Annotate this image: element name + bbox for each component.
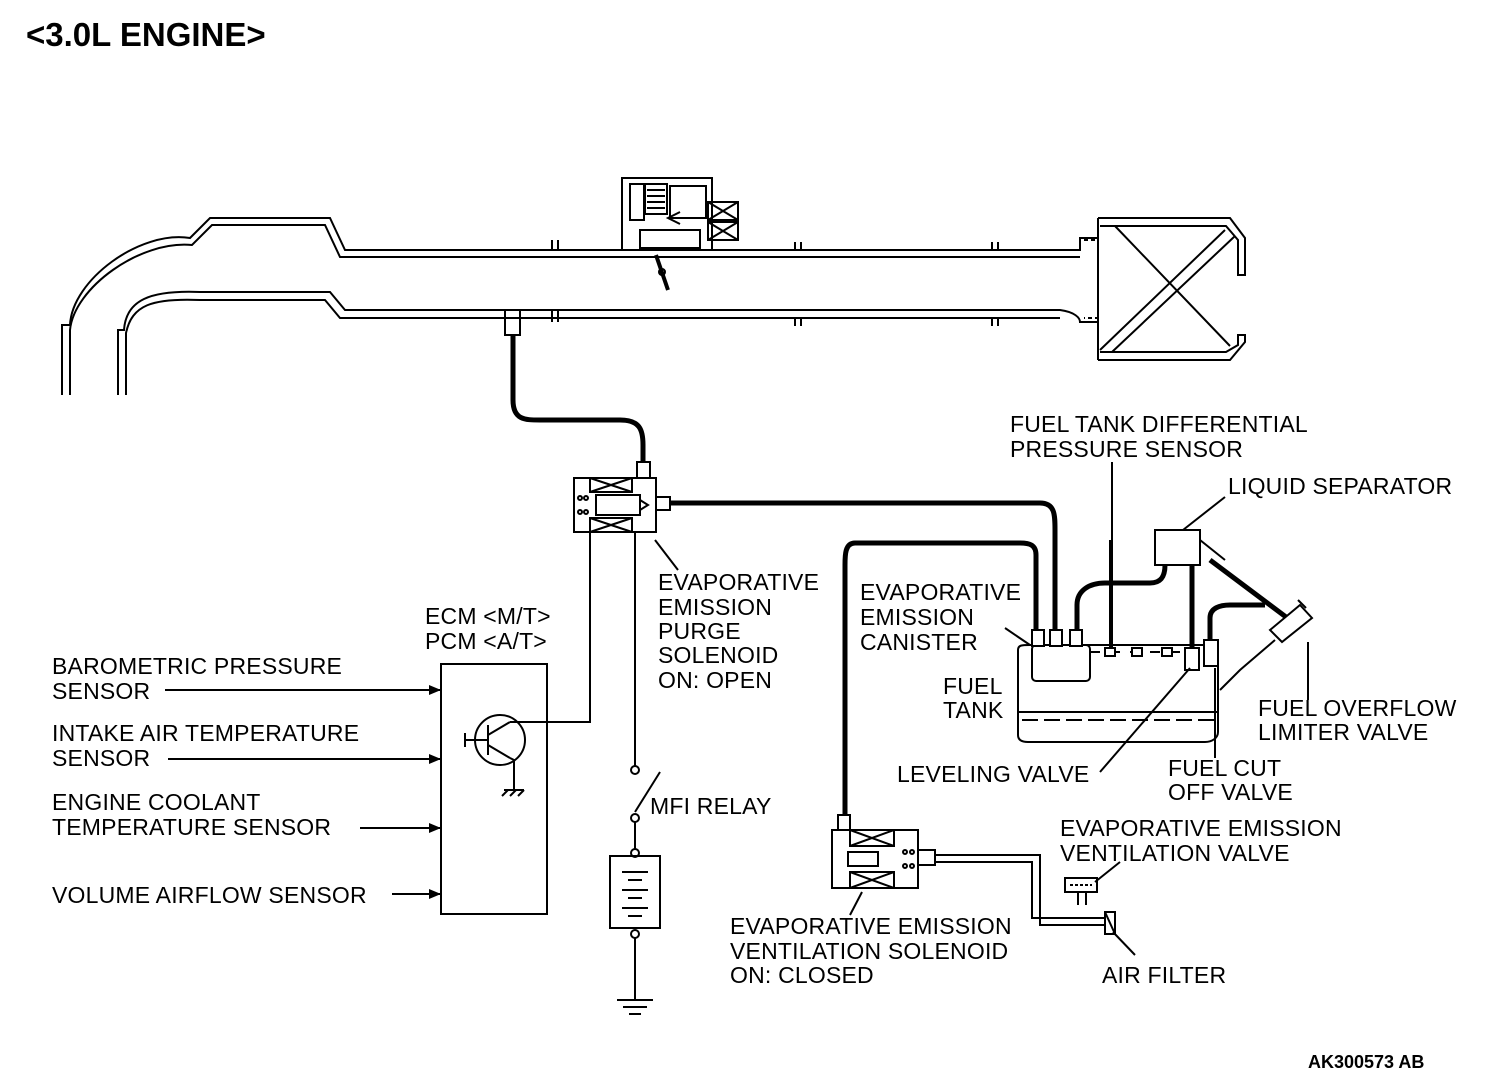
vent-solenoid-label-2: VENTILATION SOLENOID xyxy=(730,938,1009,964)
fuel-tank-label-1: FUEL xyxy=(943,673,1003,699)
ecm-box xyxy=(440,530,591,915)
vent-solenoid-label-1: EVAPORATIVE EMISSION xyxy=(730,913,1012,939)
purge-solenoid-label-5: ON: OPEN xyxy=(658,667,773,693)
overflow-valve xyxy=(1268,599,1314,644)
overflow-valve-label-2: LIMITER VALVE xyxy=(1258,719,1429,745)
purge-solenoid-label-1: EVAPORATIVE xyxy=(658,569,820,595)
iat-sensor-label-2: SENSOR xyxy=(52,745,151,771)
canister-label-1: EVAPORATIVE xyxy=(860,579,1022,605)
fuel-tank-label-2: TANK xyxy=(943,697,1004,723)
figure-code: AK300573 AB xyxy=(1308,1052,1425,1072)
vapor-hoses xyxy=(510,335,1292,815)
vent-valve-label-1: EVAPORATIVE EMISSION xyxy=(1060,815,1342,841)
purge-solenoid-label-2: EMISSION xyxy=(658,594,773,620)
vent-lines xyxy=(935,639,1276,926)
baro-sensor-label-2: SENSOR xyxy=(52,678,151,704)
leader-lines xyxy=(654,462,1309,956)
diff-sensor-label-2: PRESSURE SENSOR xyxy=(1010,436,1244,462)
vaf-sensor-label: VOLUME AIRFLOW SENSOR xyxy=(52,882,367,908)
purge-solenoid xyxy=(573,461,671,533)
air-filter-label: AIR FILTER xyxy=(1102,962,1227,988)
ect-sensor-label-2: TEMPERATURE SENSOR xyxy=(52,814,332,840)
canister-label-2: EMISSION xyxy=(860,604,975,630)
air-cleaner xyxy=(1084,217,1246,361)
iat-sensor-label-1: INTAKE AIR TEMPERATURE xyxy=(52,720,360,746)
overflow-valve-label-1: FUEL OVERFLOW xyxy=(1258,695,1457,721)
pcm-label: PCM <A/T> xyxy=(425,628,547,654)
mfi-relay-label: MFI RELAY xyxy=(650,793,772,819)
ect-sensor-label-1: ENGINE COOLANT xyxy=(52,789,261,815)
air-filter xyxy=(1104,911,1116,935)
purge-solenoid-label-3: PURGE xyxy=(658,618,741,644)
canister-label-3: CANISTER xyxy=(860,629,978,655)
baro-sensor-label-1: BAROMETRIC PRESSURE xyxy=(52,653,343,679)
vent-valve-label-2: VENTILATION VALVE xyxy=(1060,840,1290,866)
sensor-arrows xyxy=(165,685,441,899)
purge-solenoid-label-4: SOLENOID xyxy=(658,642,779,668)
tank-valves xyxy=(1104,529,1226,671)
leveling-valve-label: LEVELING VALVE xyxy=(897,761,1090,787)
fuel-cut-valve-label-1: FUEL CUT xyxy=(1168,755,1282,781)
throttle-body xyxy=(621,177,739,291)
canister xyxy=(1031,629,1091,682)
ecm-label: ECM <M/T> xyxy=(425,603,551,629)
diff-sensor-label-1: FUEL TANK DIFFERENTIAL xyxy=(1010,411,1308,437)
intake-duct xyxy=(61,217,1098,395)
relay-circuit xyxy=(609,532,661,1015)
vent-valve xyxy=(1064,877,1098,893)
vent-solenoid-label-3: ON: CLOSED xyxy=(730,962,874,988)
liquid-separator-label: LIQUID SEPARATOR xyxy=(1228,473,1453,499)
fuel-cut-valve-label-2: OFF VALVE xyxy=(1168,779,1293,805)
page-title: <3.0L ENGINE> xyxy=(26,16,266,53)
vent-solenoid xyxy=(831,814,936,889)
